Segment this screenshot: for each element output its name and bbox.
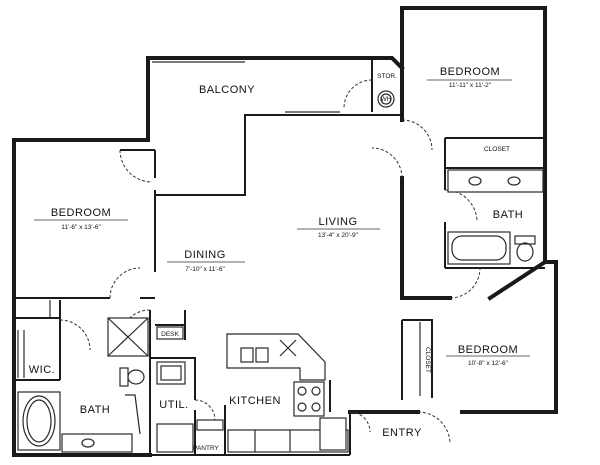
kitchen-label: KITCHEN: [229, 395, 281, 407]
dining-dims: 7'-10" x 11'-6": [185, 266, 225, 273]
sink-icon: [240, 347, 254, 363]
bathtub-icon: [17, 391, 61, 451]
water-heater-label: WH: [381, 96, 392, 103]
toilet-icon: [514, 235, 536, 245]
sink-icon: [468, 176, 482, 186]
dining-label: DINING: [184, 249, 226, 261]
walls: [12, 6, 558, 457]
range-icon: [293, 381, 325, 417]
desk-label: DESK: [161, 331, 179, 338]
bedroom-upper-right-label: BEDROOM: [440, 66, 500, 78]
pantry-label: PANTRY: [193, 445, 219, 452]
dimension-lines: [34, 79, 530, 357]
sink-icon: [507, 176, 521, 186]
washer-icon: [156, 361, 186, 385]
sink-icon: [81, 438, 95, 448]
fixtures: [17, 61, 544, 453]
closet-upper-label: CLOSET: [484, 146, 510, 153]
living-dims: 13'-4" x 20'-9": [318, 232, 359, 239]
toilet-icon: [119, 367, 129, 387]
bath-left-label: BATH: [80, 404, 111, 416]
bedroom-left-label: BEDROOM: [51, 207, 111, 219]
bath-right-label: BATH: [493, 209, 524, 221]
wic-label: WIC.: [29, 364, 55, 376]
bedroom-left-dims: 11'-6" x 13'-6": [61, 224, 101, 231]
bedroom-lower-right-dims: 10'-8" x 12'-6": [468, 360, 509, 367]
living-label: LIVING: [318, 216, 357, 228]
bathtub-icon: [447, 231, 511, 265]
entry-label: ENTRY: [382, 427, 422, 439]
balcony-label: BALCONY: [199, 84, 255, 96]
door-swings: [59, 79, 481, 445]
bedroom-lower-right-label: BEDROOM: [458, 344, 518, 356]
water-heater-icon: [377, 90, 395, 108]
bedroom-upper-right-dims: 11'-11" x 11'-2": [449, 82, 492, 89]
fridge-icon: [319, 417, 347, 451]
room-labels: BEDROOM 11'-11" x 11'-2" BALCONY STOR. W…: [29, 66, 523, 452]
utility-label: UTIL.: [159, 399, 188, 411]
closet-lower-label: CLOSET: [424, 347, 431, 373]
storage-label: STOR.: [377, 73, 397, 80]
